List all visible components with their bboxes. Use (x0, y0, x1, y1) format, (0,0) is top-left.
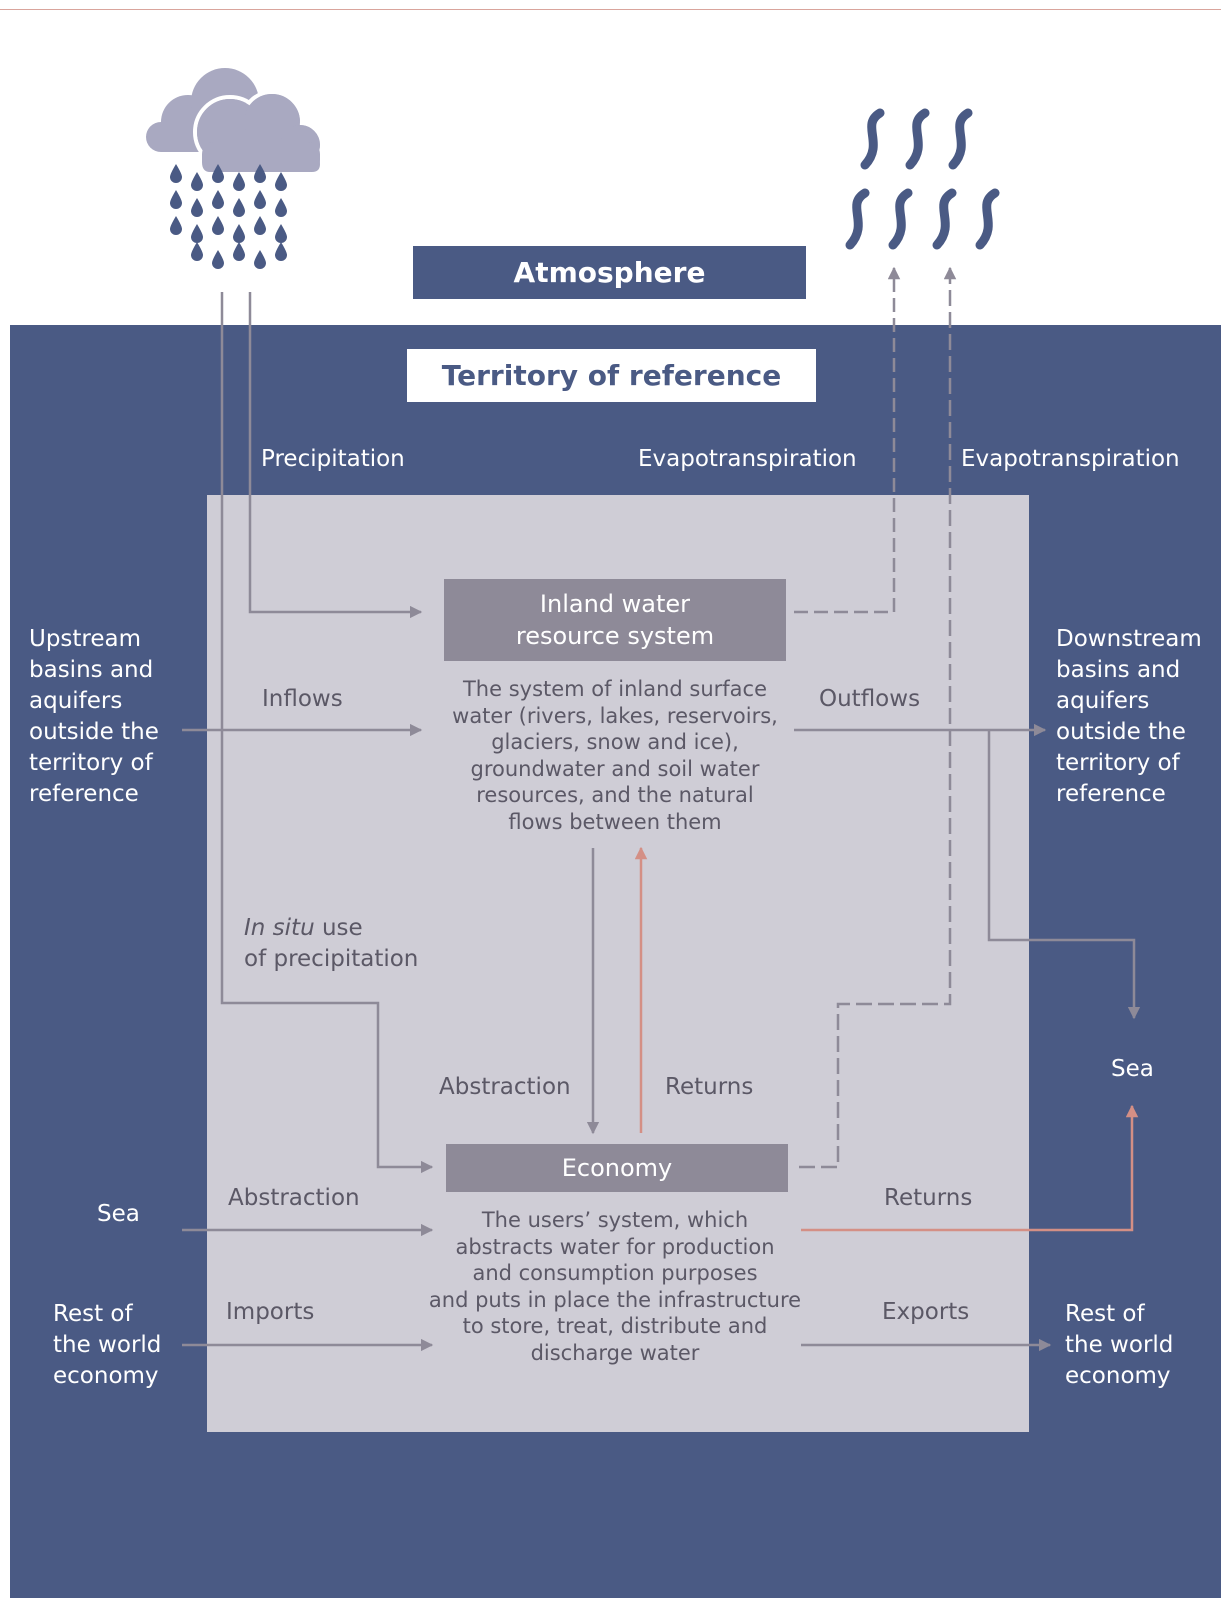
outflows-label: Outflows (819, 686, 921, 712)
rain-drop-icon (191, 198, 203, 217)
in-situ-arrow (220, 292, 434, 1174)
evapotranspiration-label-2: Evapotranspiration (961, 446, 1180, 472)
precipitation-arrow (248, 292, 423, 619)
sea-returns-arrow (801, 1104, 1139, 1232)
inflows-label: Inflows (262, 686, 343, 712)
top-rule (0, 9, 1221, 10)
rain-drop-icon (212, 216, 224, 235)
in-situ-label-rest: use of precipitation (244, 915, 419, 972)
economy-description: The users’ system, which abstracts water… (428, 1208, 802, 1365)
rain-drop-icon (275, 224, 287, 243)
rain-drop-icon (275, 172, 287, 191)
rain-drop-icon (212, 164, 224, 183)
sea-label-right: Sea (1111, 1056, 1154, 1082)
evapotranspiration-label-1: Evapotranspiration (638, 446, 857, 472)
abstraction-label: Abstraction (439, 1074, 571, 1100)
rain-drop-icon (233, 242, 245, 261)
in-situ-label-italic: In situ (244, 915, 315, 941)
rain-drop-icon (191, 242, 203, 261)
upstream-label: Upstream basins and aquifers outside the… (29, 626, 159, 807)
inland-water-description: The system of inland surface water (rive… (452, 677, 778, 834)
rest-of-world-left-label: Rest of the world economy (53, 1301, 162, 1389)
rain-drop-icon (212, 250, 224, 269)
territory-title: Territory of reference (407, 349, 816, 402)
rain-drop-icon (254, 190, 266, 209)
evaporation-icon (845, 108, 1000, 250)
returns-label: Returns (665, 1074, 754, 1100)
evapotranspiration-arrow-2 (799, 266, 957, 1169)
exports-label: Exports (882, 1299, 970, 1325)
in-situ-label: In situ use of precipitation (244, 913, 418, 975)
outflows-to-sea-arrow (987, 730, 1141, 1020)
rest-of-world-right-label: Rest of the world economy (1065, 1301, 1174, 1389)
rain-drop-icon (254, 164, 266, 183)
rain-drop-icon (275, 242, 287, 261)
evapotranspiration-arrow-1 (794, 266, 901, 614)
economy-box: Economy (446, 1144, 788, 1192)
imports-label: Imports (226, 1299, 315, 1325)
inland-water-box: Inland water resource system (444, 579, 786, 661)
rain-drop-icon (254, 250, 266, 269)
rain-drop-icon (233, 172, 245, 191)
rain-drop-icon (233, 224, 245, 243)
rain-drop-icon (191, 172, 203, 191)
precipitation-label: Precipitation (261, 446, 405, 472)
rain-drop-icon (191, 224, 203, 243)
rain-drop-icon (170, 216, 182, 235)
rain-drop-icon (170, 190, 182, 209)
rain-drop-icon (212, 190, 224, 209)
rain-drop-icon (254, 216, 266, 235)
atmosphere-box: Atmosphere (413, 246, 806, 299)
rain-cloud-icon (146, 68, 325, 269)
rain-drop-icon (233, 198, 245, 217)
rain-drop-icon (170, 164, 182, 183)
sea-abstraction-label: Abstraction (228, 1185, 360, 1211)
sea-label-left: Sea (97, 1201, 140, 1227)
rain-drop-icon (275, 198, 287, 217)
downstream-label: Downstream basins and aquifers outside t… (1056, 626, 1202, 807)
sea-returns-label: Returns (884, 1185, 973, 1211)
